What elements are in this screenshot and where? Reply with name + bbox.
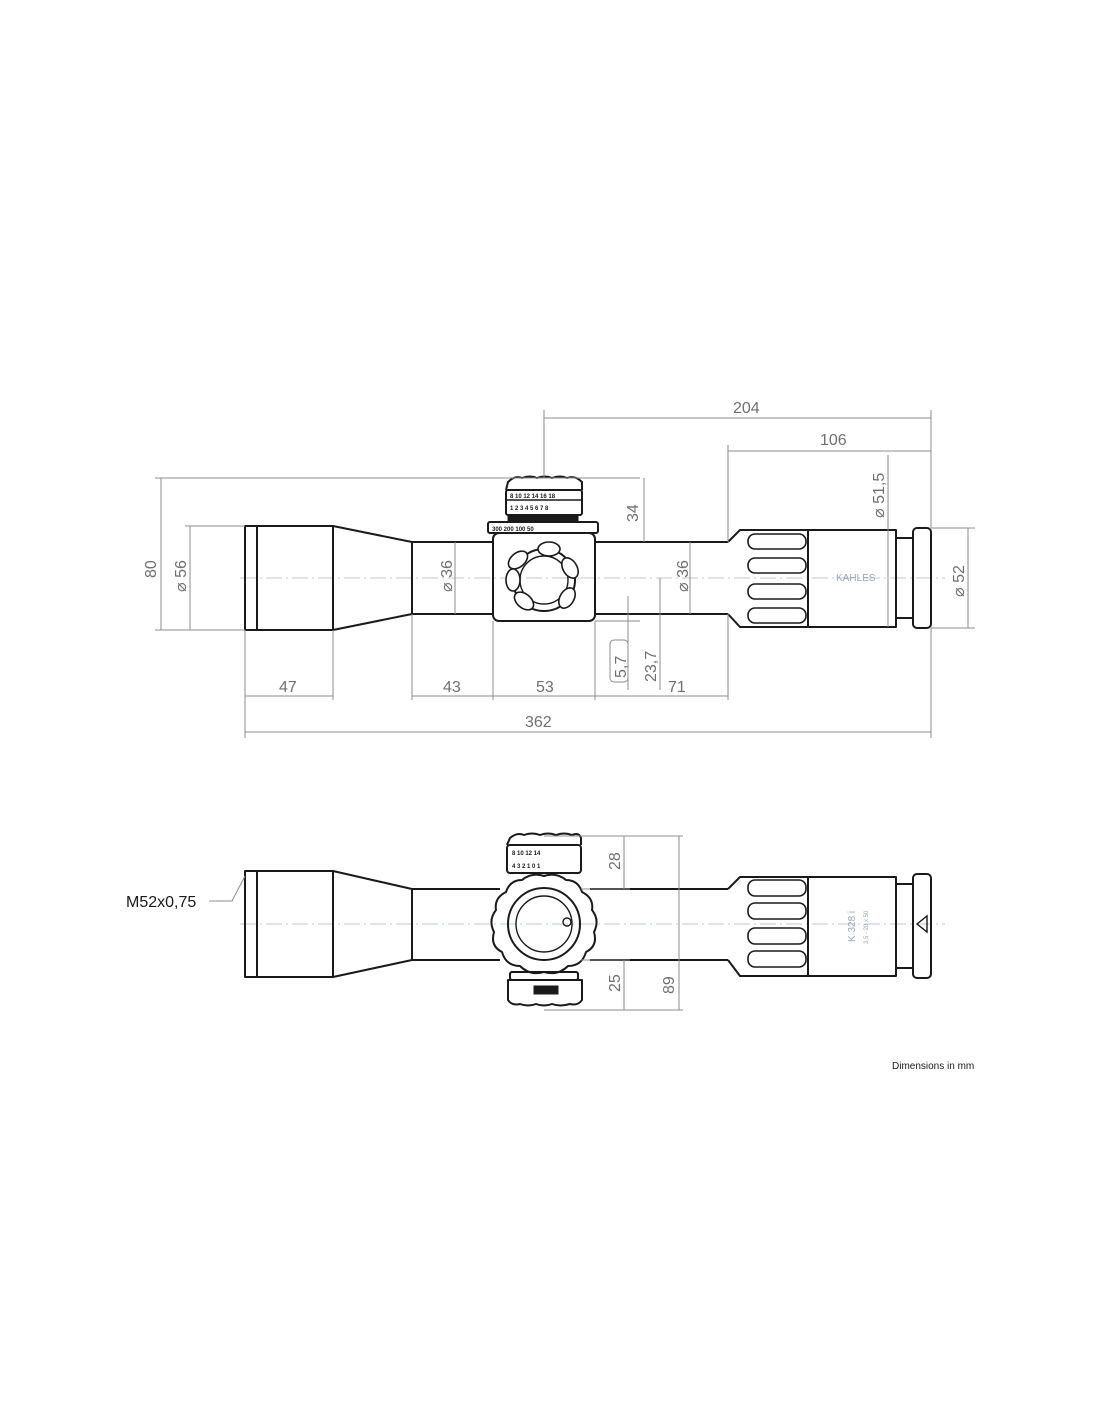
dim-overall-height: 80 [143,560,160,578]
elevation-turret-top: 8 10 12 14 16 18 1 2 3 4 5 6 7 8 300 200… [487,475,599,534]
brand-label: KAHLES [836,573,876,584]
thread-label: M52x0,75 [126,894,196,911]
objective-bell-2 [256,870,334,978]
objective-bell [256,525,334,631]
thread-leader [209,875,246,902]
dim-turret-height: 34 [625,504,642,522]
objective-taper-2 [332,870,413,978]
model-label: K 328 i [847,911,858,942]
dim-objective-bell-length: 47 [279,679,297,696]
svg-text:300 200 100 50: 300 200 100 50 [492,527,534,533]
dim-saddle-length: 53 [536,679,554,696]
svg-text:1 2 3 4 5 6 7 8: 1 2 3 4 5 6 7 8 [510,506,549,512]
eyepiece-bottom: K 328 i 3.5 - 28 x 50 [807,873,932,979]
dim-eyepiece-diameter: ⌀ 52 [951,565,968,597]
dim-eyepiece-length: 106 [820,432,847,449]
magnification-ring [727,529,809,628]
bottom-view: 8 10 12 14 4 3 2 1 0 1 K 328 i 3.5 - 28 … [126,832,945,1011]
dim-total-length: 362 [525,714,552,731]
svg-text:8 10 12 14 16 18: 8 10 12 14 16 18 [510,494,556,500]
dim-eyepiece-diameter-top: ⌀ 51,5 [871,473,888,518]
dim-tube-left-diameter: ⌀ 36 [439,560,456,592]
front-tube-2 [411,888,500,961]
elevation-turret-bottom-view: 8 10 12 14 4 3 2 1 0 1 [506,832,582,874]
dim-rear-tube-length: 71 [668,679,686,696]
front-tube [411,541,493,615]
dim-offset-large: 23,7 [643,651,660,682]
rear-tube [595,541,728,615]
units-note: Dimensions in mm [892,1061,974,1072]
top-view: 8 10 12 14 16 18 1 2 3 4 5 6 7 8 300 200… [143,400,975,738]
dim-turret-to-end: 204 [733,400,760,417]
svg-text:8 10 12 14: 8 10 12 14 [512,851,541,857]
dim-turret-bottom: 25 [607,974,624,992]
parallax-knob [490,873,598,975]
dim-front-tube-length: 43 [443,679,461,696]
dim-turret-top: 28 [607,852,624,870]
spec-label: 3.5 - 28 x 50 [864,910,870,944]
objective-taper [332,525,413,631]
bottom-turret [507,971,583,1007]
svg-text:4 3 2 1 0 1: 4 3 2 1 0 1 [512,864,541,870]
bottom-dimensions: 28 25 89 M52x0,75 [126,835,683,1011]
top-dimensions: 80 ⌀ 56 ⌀ 36 34 ⌀ 36 ⌀ 51,5 ⌀ 52 [143,400,975,738]
dim-objective-diameter: ⌀ 56 [173,560,190,592]
eyepiece-top: KAHLES [807,527,932,629]
dim-total-height: 89 [661,976,678,994]
dim-tube-right-diameter: ⌀ 36 [675,560,692,592]
side-turret [505,541,579,612]
dim-offset-small: 5,7 [613,656,630,678]
index-triangle-icon [915,914,928,934]
magnification-ring-2 [727,876,809,977]
